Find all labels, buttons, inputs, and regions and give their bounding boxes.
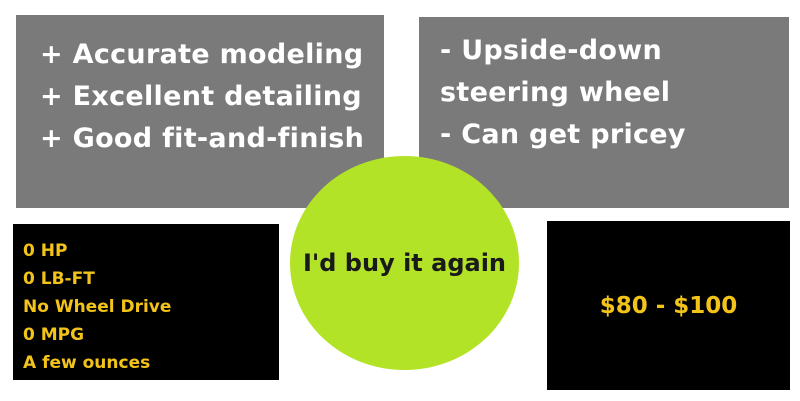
cons-item: - Can get pricey xyxy=(440,119,686,150)
pros-item: + Excellent detailing xyxy=(40,81,362,112)
specs-panel: 0 HP 0 LB-FT No Wheel Drive 0 MPG A few … xyxy=(13,224,279,380)
spec-item: A few ounces xyxy=(23,353,151,373)
spec-item: No Wheel Drive xyxy=(23,297,172,317)
cons-item: - Upside-down xyxy=(440,35,662,66)
price-text: $80 - $100 xyxy=(599,292,738,319)
verdict-text: I'd buy it again xyxy=(302,249,506,277)
cons-item: steering wheel xyxy=(440,77,671,108)
spec-item: 0 LB-FT xyxy=(23,269,95,289)
price-panel: $80 - $100 xyxy=(547,221,790,390)
pros-item: + Good fit-and-finish xyxy=(40,123,365,154)
pros-item: + Accurate modeling xyxy=(40,39,364,70)
pros-panel: + Accurate modeling + Excellent detailin… xyxy=(16,15,384,208)
spec-item: 0 MPG xyxy=(23,325,85,345)
verdict-circle: I'd buy it again xyxy=(290,156,519,370)
cons-panel: - Upside-down steering wheel - Can get p… xyxy=(419,17,789,208)
spec-item: 0 HP xyxy=(23,241,68,261)
